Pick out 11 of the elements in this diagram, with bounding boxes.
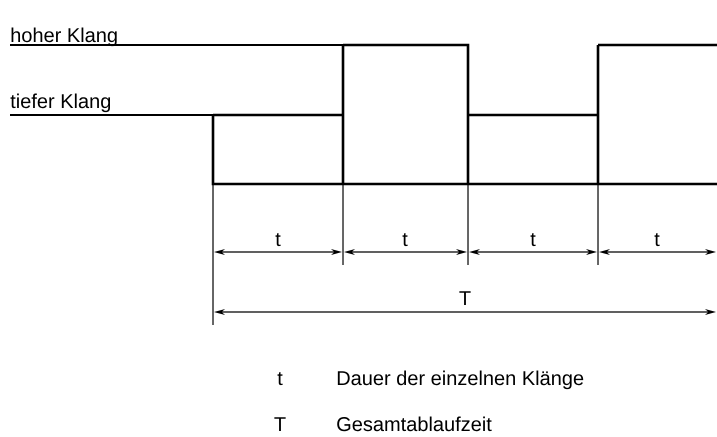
dimension-label: T (459, 291, 471, 305)
symbol-description: Gesamtablaufzeit (337, 416, 492, 432)
dimension-label: t (654, 233, 660, 246)
level-label: hoher Klang (12, 28, 117, 46)
dimension-label: t (276, 233, 281, 246)
dimension-label: t (530, 233, 536, 246)
dimension-label: t (402, 233, 408, 246)
symbol: T (274, 417, 286, 431)
symbol: t (278, 372, 283, 386)
symbol-description: Dauer der einzelnen Klänge (338, 370, 584, 390)
level-label: tiefer Klang (10, 94, 110, 112)
